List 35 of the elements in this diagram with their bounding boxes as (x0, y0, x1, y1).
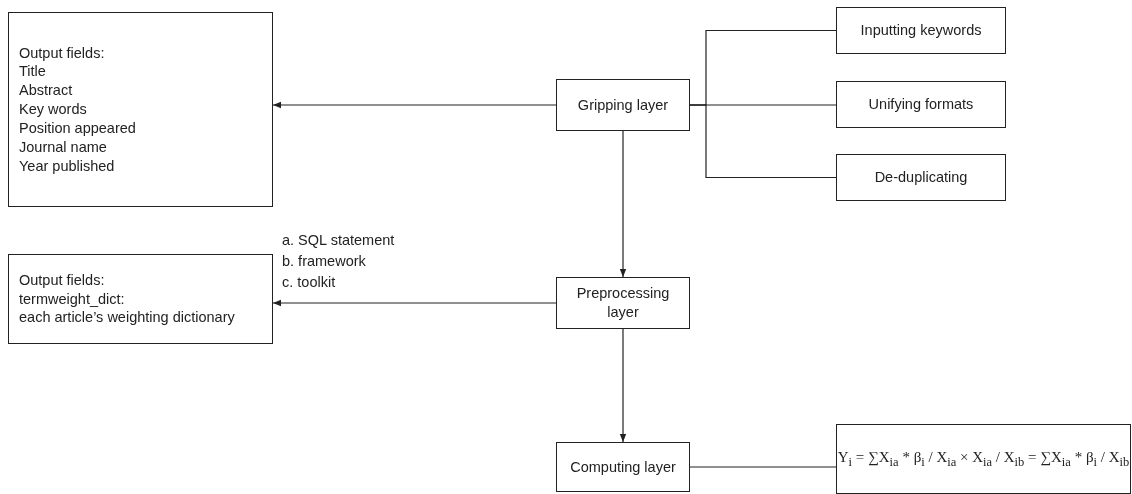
box-text: Output fields: (19, 43, 105, 63)
box-text: Journal name (19, 137, 107, 157)
box-text: Key words (19, 100, 87, 119)
note-text: c. toolkit (282, 274, 336, 290)
box-text: Gripping layer (577, 95, 669, 115)
box-text: Unifying formats (868, 95, 974, 114)
connector-line (689, 466, 837, 468)
box-text: Preprocessing layer (575, 284, 671, 322)
note-text: a. SQL statement (282, 232, 395, 248)
box-text: Inputting keywords (860, 21, 982, 40)
arrow (619, 130, 627, 278)
box-text: each article’s weighting dictionary (19, 308, 235, 328)
arrow (619, 328, 627, 443)
box-text: termweight_dict: (19, 289, 125, 309)
connector-line (689, 104, 837, 179)
box-text: De-duplicating (874, 168, 968, 187)
formula-text: Y$_{i}$ = ∑X$_{ia}$ * β$_{i}$ / X$_{ia}$ × X$_{ia}$ / X$_{ib}$ = ∑X$_{ia}$ * β$_{i}$ / X$_{ib}$ (837, 447, 1130, 471)
box-text: Position appeared (19, 118, 136, 138)
output-fields-box (8, 254, 273, 344)
box-text: Abstract (19, 81, 73, 101)
output-fields-box (8, 12, 273, 207)
process-box (556, 277, 690, 329)
box-text: Output fields: (19, 270, 105, 290)
box-text: Year published (19, 156, 115, 176)
formula-box (836, 424, 1131, 494)
arrow (272, 299, 557, 307)
box-text: Computing layer (570, 457, 676, 477)
process-box (836, 154, 1006, 201)
box-text: Title (19, 62, 46, 82)
process-box (836, 7, 1006, 54)
arrow (272, 101, 557, 109)
note-text: b. framework (282, 253, 366, 269)
process-box (556, 79, 690, 131)
process-box (836, 81, 1006, 128)
process-box (556, 442, 690, 492)
